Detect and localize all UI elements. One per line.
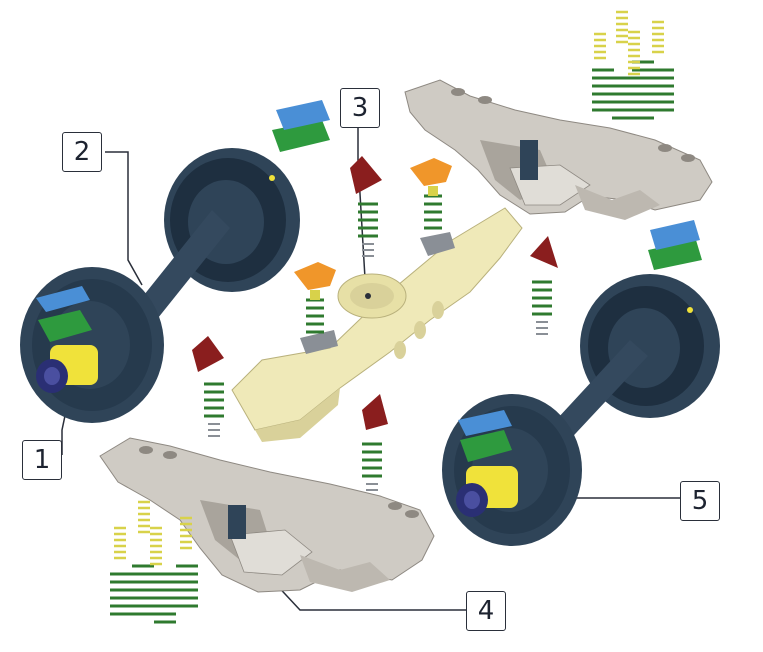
callout-4: 4 [466,591,506,631]
friction-wedge-left [192,336,224,437]
side-bearing-right [410,158,452,230]
adapter-loose-right [648,220,702,270]
wheelset-front-left [20,148,300,423]
spring-nest-back [592,10,674,120]
friction-wedge-right [530,236,558,335]
callout-3-label: 3 [351,93,369,123]
leader-line-2 [105,151,143,286]
callout-4-label: 4 [477,596,495,626]
callout-1-label: 1 [33,445,51,475]
side-bearing-left [294,262,336,334]
callout-3: 3 [340,88,380,128]
wheelset-rear-right [442,274,720,546]
spring-nest-front [110,500,198,624]
callout-5-label: 5 [691,486,709,516]
friction-wedge-lower-center [362,394,388,491]
callout-5: 5 [680,481,720,521]
callout-2-label: 2 [73,137,91,167]
bolster [231,207,523,442]
side-frame-back [404,79,713,220]
callout-1: 1 [22,440,62,480]
friction-wedge-upper-center [350,156,382,257]
adapter-loose-top [272,100,330,152]
callout-2: 2 [62,132,102,172]
side-frame-front [99,437,435,593]
